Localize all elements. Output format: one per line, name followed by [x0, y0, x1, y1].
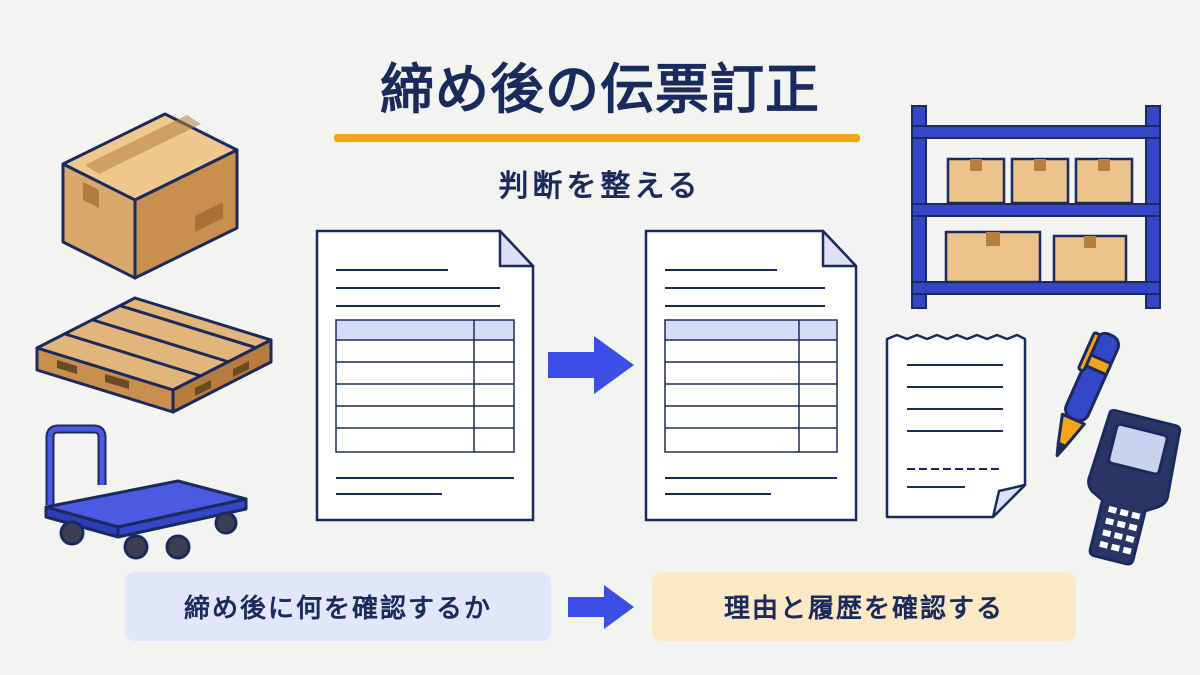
page-title: 締め後の伝票訂正 [380, 58, 820, 121]
pallet-icon [35, 296, 273, 414]
title-underline [334, 134, 860, 142]
arrow-right-icon [548, 336, 634, 394]
hand-truck-cart-icon [44, 424, 248, 560]
before-check-label: 締め後に何を確認するか [183, 594, 492, 624]
document-before-icon [315, 229, 535, 522]
pen-icon [1055, 331, 1121, 458]
document-after-icon [644, 229, 858, 522]
page-subtitle: 判断を整える [498, 169, 702, 204]
handheld-scanner-icon [1087, 409, 1182, 566]
receipt-icon [885, 333, 1027, 519]
arrow-right-icon [568, 585, 634, 629]
before-check-label-box: 締め後に何を確認するか [125, 572, 551, 641]
cardboard-box-icon [61, 112, 239, 280]
storage-shelf-icon [911, 105, 1161, 309]
after-check-label: 理由と履歴を確認する [723, 594, 1004, 624]
after-check-label-box: 理由と履歴を確認する [652, 572, 1076, 641]
